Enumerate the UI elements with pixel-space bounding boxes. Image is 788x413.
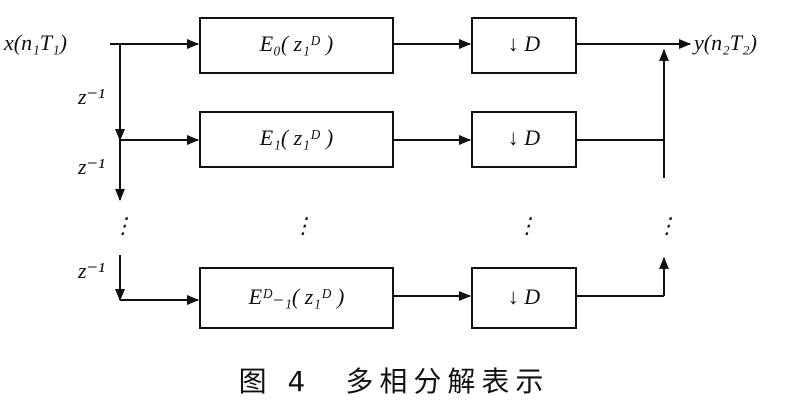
ellipsis-downsampler: ⋮	[516, 213, 538, 238]
downsampler-box-0	[471, 17, 577, 74]
filter-box-2	[199, 267, 394, 329]
downsampler-label-2: ↓ D	[507, 284, 541, 309]
downsampler-box-2	[471, 267, 577, 329]
ellipsis-output: ⋮	[656, 213, 678, 238]
filter-box-0	[199, 17, 394, 74]
ellipsis-delay: ⋮	[112, 213, 134, 238]
filter-label-1: E₁( z₁ᴰ )	[259, 125, 334, 150]
filter-label-0: E₀( z₁ᴰ )	[259, 31, 334, 56]
delay-label-2: z⁻¹	[78, 154, 105, 179]
figure-caption: 图 4 多相分解表示	[238, 365, 550, 398]
delay-label-3: z⁻¹	[78, 258, 105, 283]
ellipsis-filter: ⋮	[292, 213, 314, 238]
downsampler-label-0: ↓ D	[507, 31, 541, 56]
input-label: x(n₁T₁)	[4, 30, 67, 55]
filter-label-2: Eᴰ₋₁( z₁ᴰ )	[248, 284, 345, 309]
downsampler-label-1: ↓ D	[507, 125, 541, 150]
output-label: y(n₂T₂)	[694, 30, 757, 55]
delay-label-1: z⁻¹	[78, 84, 105, 109]
